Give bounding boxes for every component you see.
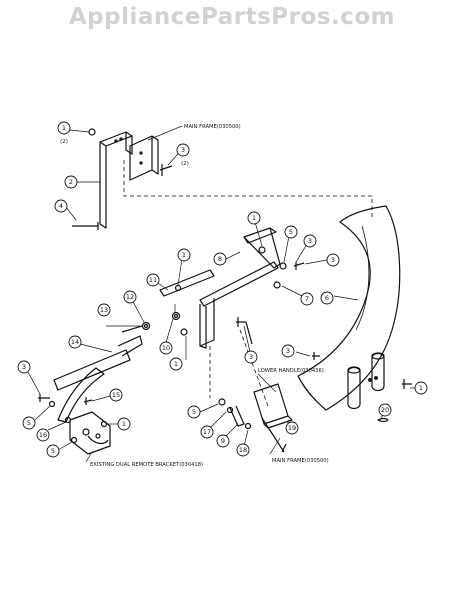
lower-handle-assembly — [27, 299, 151, 463]
callout-16: 16 — [36, 428, 50, 442]
callout-13: 13 — [97, 303, 111, 317]
callout-9: 9 — [216, 434, 230, 448]
svg-text:1: 1 — [122, 420, 126, 428]
svg-text:5: 5 — [192, 408, 196, 416]
callout-7: 7 — [300, 292, 314, 306]
svg-text:1: 1 — [419, 384, 423, 392]
handle-frame — [154, 221, 328, 407]
callout-3-left: 3 — [17, 360, 31, 374]
callout-17: 17 — [200, 425, 214, 439]
callout-10: 10 — [159, 341, 173, 355]
upper-bracket-assembly — [65, 125, 373, 230]
callout-6: 6 — [320, 291, 334, 305]
svg-text:1: 1 — [252, 214, 256, 222]
svg-text:7: 7 — [305, 295, 309, 303]
svg-text:8: 8 — [218, 255, 222, 263]
svg-text:1: 1 — [174, 360, 178, 368]
watermark: AppliancePartsPros.com — [68, 4, 396, 30]
svg-text:13: 13 — [100, 306, 108, 314]
svg-text:12: 12 — [126, 293, 134, 301]
callout-18: 18 — [236, 443, 250, 457]
callout-3-right-low: 3 — [281, 344, 295, 358]
svg-text:5: 5 — [289, 228, 293, 236]
svg-text:10: 10 — [162, 344, 170, 352]
callout-bubbles: 1 (2) 2 3 (2) 4 1 5 — [17, 121, 428, 458]
svg-text:19: 19 — [288, 424, 296, 432]
callout-15: 15 — [109, 388, 123, 402]
callout-4: 4 — [54, 199, 68, 213]
svg-text:3: 3 — [286, 347, 290, 355]
svg-text:18: 18 — [239, 446, 247, 454]
callout-1-mid-right: 1 — [247, 211, 261, 225]
callout-12: 12 — [123, 290, 137, 304]
callout-20: 20 — [378, 403, 392, 417]
callout-1-right: 1 — [414, 381, 428, 395]
callout-19: 19 — [285, 421, 299, 435]
svg-text:1: 1 — [182, 251, 186, 259]
svg-text:3: 3 — [308, 237, 312, 245]
callout-3-top: 3 (2) — [176, 143, 190, 167]
deflector-shield — [297, 205, 416, 423]
label-main-frame-bottom: MAIN FRAME(030500) — [272, 458, 329, 464]
svg-text:16: 16 — [39, 431, 47, 439]
callout-5-left: 5 — [22, 416, 36, 430]
svg-text:3: 3 — [22, 363, 26, 371]
svg-text:3: 3 — [181, 146, 185, 154]
callout-1-lower-left: 1 — [117, 417, 131, 431]
label-lower-handle: LOWER HANDLE(030436) — [258, 368, 324, 374]
callout-2: 2 — [64, 175, 78, 189]
svg-text:3: 3 — [249, 353, 253, 361]
label-remote-bracket: EXISTING DUAL REMOTE BRACKET(030418) — [90, 462, 203, 468]
svg-text:6: 6 — [325, 294, 329, 302]
callout-3-center-low: 3 — [244, 350, 258, 364]
svg-text:4: 4 — [59, 202, 63, 210]
svg-text:2: 2 — [69, 178, 73, 186]
label-main-frame-top: MAIN FRAME(030500) — [184, 124, 241, 130]
svg-text:15: 15 — [112, 391, 120, 399]
svg-text:5: 5 — [27, 419, 31, 427]
svg-text:9: 9 — [221, 437, 225, 445]
callout-5-mid: 5 — [284, 225, 298, 239]
callout-3-mid-b: 3 — [326, 253, 340, 267]
svg-text:1: 1 — [62, 124, 66, 132]
lower-handle-piece — [199, 351, 320, 455]
svg-text:20: 20 — [381, 406, 389, 414]
callout-14: 14 — [68, 335, 82, 349]
callout-3-mid-a: 3 — [303, 234, 317, 248]
svg-text:(2): (2) — [60, 139, 68, 145]
svg-text:3: 3 — [331, 256, 335, 264]
callout-1-top: 1 (2) — [57, 121, 71, 145]
callout-8: 8 — [213, 252, 227, 266]
callout-1-mid-left: 1 — [177, 248, 191, 262]
callout-5-lower-left: 5 — [46, 444, 60, 458]
svg-text:17: 17 — [203, 428, 211, 436]
callout-1-center: 1 — [169, 357, 183, 371]
svg-text:5: 5 — [51, 447, 55, 455]
callout-11: 11 — [146, 273, 160, 287]
svg-text:(2): (2) — [181, 161, 189, 167]
callout-5-lower-center: 5 — [187, 405, 201, 419]
svg-text:14: 14 — [71, 338, 79, 346]
part-labels: MAIN FRAME(030500) LOWER HANDLE(030436) … — [90, 124, 329, 468]
svg-text:11: 11 — [149, 276, 157, 284]
